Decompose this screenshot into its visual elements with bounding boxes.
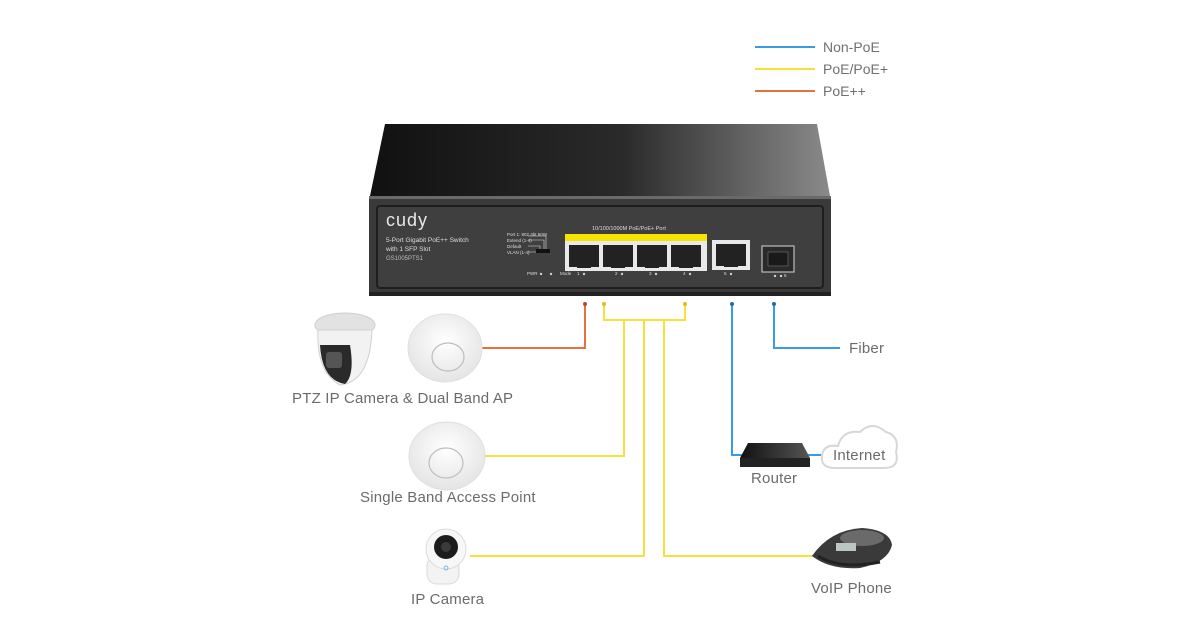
connection-poe-plus-plus bbox=[476, 304, 586, 349]
mode-led-label: Mode bbox=[560, 271, 572, 276]
legend-item-poe: PoE/PoE+ bbox=[755, 58, 888, 80]
label-router: Router bbox=[751, 470, 798, 487]
connection-poe bbox=[470, 304, 820, 557]
switch-top-face bbox=[370, 124, 830, 196]
dip-label-2: Extend (1-4) bbox=[507, 238, 532, 243]
switch-description-1: 5-Port Gigabit PoE++ Switch bbox=[386, 237, 469, 244]
switch-model: GS1005PTS1 bbox=[386, 256, 424, 262]
port-number-6: 6 bbox=[784, 273, 787, 278]
legend-label-poe: PoE/PoE+ bbox=[823, 61, 888, 77]
label-fiber: Fiber bbox=[849, 340, 885, 357]
ptz-camera-icon bbox=[314, 312, 376, 386]
rj45-port-2 bbox=[603, 245, 633, 268]
port-group-label: 10/100/1000M PoE/PoE+ Port bbox=[592, 226, 666, 232]
ip-camera-icon bbox=[425, 528, 467, 585]
port-number-2: 2 bbox=[615, 271, 618, 276]
label-voip-phone: VoIP Phone bbox=[811, 580, 892, 597]
poe-port-strip bbox=[565, 234, 707, 241]
internet-cloud-icon bbox=[820, 425, 898, 469]
legend-swatch-poe-plus-plus bbox=[755, 90, 815, 92]
voip-phone-icon bbox=[812, 528, 892, 569]
port-number-4: 4 bbox=[683, 271, 686, 276]
dip-label-1: Port 1: 802.3bt 60W bbox=[507, 232, 548, 237]
switch-brand-logo: cudy bbox=[386, 210, 429, 230]
rj45-port-5 bbox=[716, 244, 746, 267]
pwr-led-label: PWR bbox=[527, 271, 538, 276]
label-ptz-camera-ap: PTZ IP Camera & Dual Band AP bbox=[292, 390, 514, 407]
sfp-port bbox=[761, 245, 795, 273]
legend-label-non-poe: Non-PoE bbox=[823, 39, 880, 55]
legend: Non-PoE PoE/PoE+ PoE++ bbox=[755, 36, 888, 102]
legend-swatch-non-poe bbox=[755, 46, 815, 48]
legend-item-non-poe: Non-PoE bbox=[755, 36, 888, 58]
label-internet: Internet bbox=[833, 447, 886, 464]
dip-label-3: Default bbox=[507, 244, 522, 249]
port-number-3: 3 bbox=[649, 271, 652, 276]
legend-label-poe-plus-plus: PoE++ bbox=[823, 83, 866, 99]
dip-label-4: VLAN (1-4) bbox=[507, 250, 530, 255]
label-single-band-ap: Single Band Access Point bbox=[360, 489, 536, 506]
port-number-5: 5 bbox=[724, 271, 727, 276]
single-band-ap-icon bbox=[408, 421, 486, 491]
label-ip-camera: IP Camera bbox=[411, 591, 485, 608]
rj45-port-1 bbox=[569, 245, 599, 268]
rj45-port-3 bbox=[637, 245, 667, 268]
router-icon bbox=[740, 443, 810, 467]
rj45-port-4 bbox=[671, 245, 701, 268]
dual-band-ap-icon bbox=[407, 313, 483, 383]
port-number-1: 1 bbox=[577, 271, 580, 276]
legend-item-poe-plus-plus: PoE++ bbox=[755, 80, 888, 102]
legend-swatch-poe bbox=[755, 68, 815, 70]
connection-non-poe bbox=[731, 304, 840, 456]
switch-description-2: with 1 SFP Slot bbox=[386, 246, 431, 253]
